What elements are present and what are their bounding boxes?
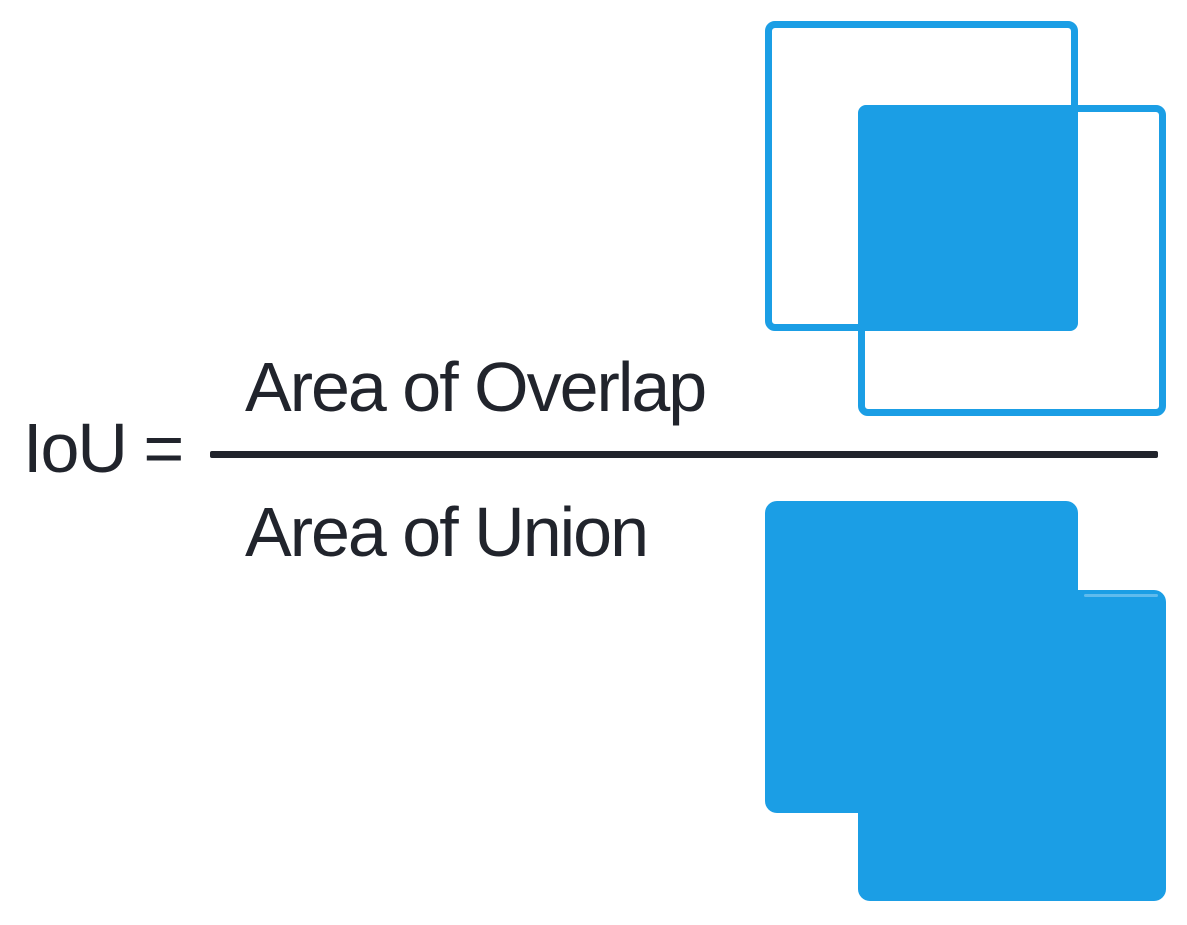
numerator-label: Area of Overlap	[245, 348, 707, 426]
fraction-bar	[210, 451, 1158, 458]
union-seam-highlight	[1084, 594, 1158, 597]
union-box-b	[858, 590, 1166, 901]
denominator-label: Area of Union	[245, 493, 649, 571]
overlap-fill-region	[858, 105, 1078, 331]
iou-equals-label: IoU =	[23, 409, 184, 487]
